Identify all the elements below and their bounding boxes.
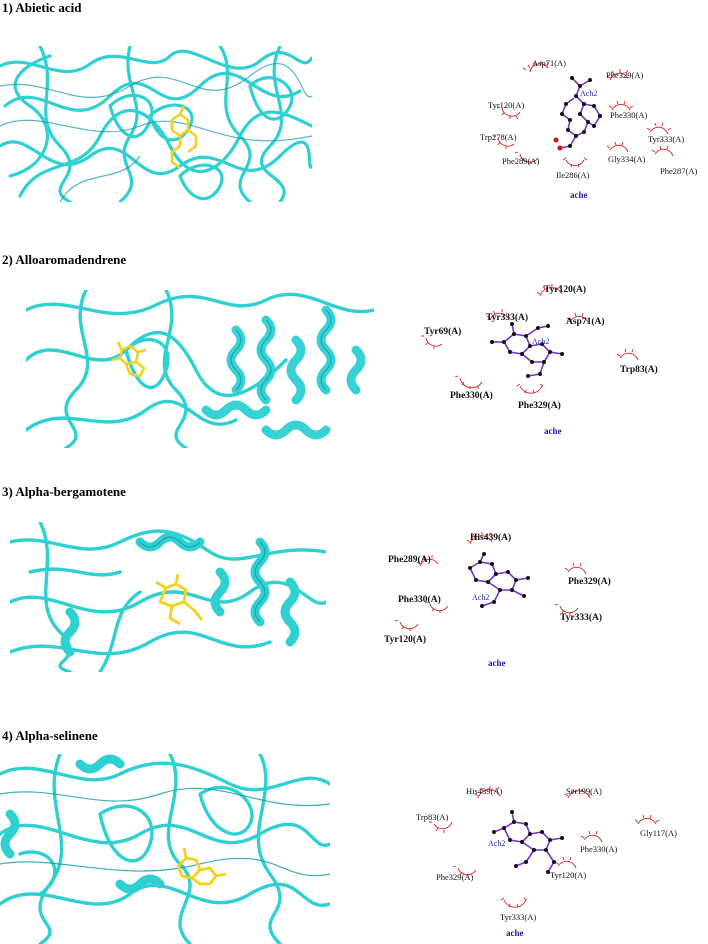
residue-label: Phe287(A) [660,166,697,176]
protein-structure-image [26,290,374,448]
figure-panel-3: 3) Alpha-bergamotene [0,484,708,699]
residue-label: Tyr333(A) [486,312,528,323]
panel-title: 3) Alpha-bergamotene [2,484,126,499]
residue-label: Phe330(A) [610,110,647,120]
interaction-diagram: Ach2 Asp71(A) Phe329(A) Tyr120(A) Phe330… [480,58,697,200]
residue-label: Phe330(A) [580,844,617,854]
ligand-label: Ach2 [580,89,597,98]
residue-label: Tyr333(A) [648,134,684,144]
residue-label: Phe329(A) [568,576,611,587]
residue-label: Trp83(A) [620,364,658,375]
ligand-label: Ach2 [472,593,489,602]
interaction-diagram: Ach2 His439(A) Ser199(A) Trp83(A) Gly117… [416,786,677,938]
residue-label: Tyr333(A) [500,912,536,922]
figure-panel-1: 1) Abietic acid [0,0,708,235]
residue-label: Tyr120(A) [488,100,524,110]
residue-label: Ile286(A) [556,170,590,180]
residue-label: Gly334(A) [608,154,645,164]
residue-label: Phe330(A) [398,594,441,605]
residue-label: Tyr333(A) [560,612,602,623]
ligand-label: Ach2 [488,839,505,848]
protein-structure-image [10,522,326,672]
residue-label: Phe329(A) [436,872,473,882]
residue-label: Asp71(A) [532,58,566,68]
figure-panel-2: 2) Alloaromadendrene [0,252,708,472]
residue-label: Tyr120(A) [550,870,586,880]
chain-label: ache [570,190,588,200]
residue-label: Ser199(A) [566,786,602,796]
panel-title: 2) Alloaromadendrene [2,252,127,267]
panel-title: 1) Abietic acid [2,0,82,15]
protein-structure-image [0,46,312,202]
residue-label: His439(A) [466,786,503,796]
chain-label: ache [488,658,506,668]
residue-label: Tyr120(A) [384,634,426,645]
interaction-diagram: Ach2 Tyr120(A) Tyr333(A) Asp71(A) Tyr69(… [421,284,658,436]
residue-label: Phe289(A) [388,554,431,565]
residue-label: Trp278(A) [480,132,517,142]
residue-label: Gly117(A) [640,828,677,838]
interaction-diagram: Ach2 His439(A) Phe289(A) Phe329(A) Phe33… [384,532,611,668]
residue-label: Phe329(A) [606,70,643,80]
chain-label: ache [506,928,524,938]
residue-label: Phe289(A) [502,156,539,166]
residue-label: Asp71(A) [566,316,605,327]
panel-title: 4) Alpha-selinene [2,728,98,743]
residue-label: Trp83(A) [416,812,448,822]
residue-label: His439(A) [470,532,511,543]
figure-panel-4: 4) Alpha-selinene [0,728,708,944]
ligand-label: Ach2 [532,337,549,346]
residue-label: Phe330(A) [450,390,493,401]
chain-label: ache [544,426,562,436]
residue-label: Tyr69(A) [424,326,461,337]
residue-label: Phe329(A) [518,400,561,411]
residue-label: Tyr120(A) [544,284,586,295]
protein-structure-image [0,754,330,944]
